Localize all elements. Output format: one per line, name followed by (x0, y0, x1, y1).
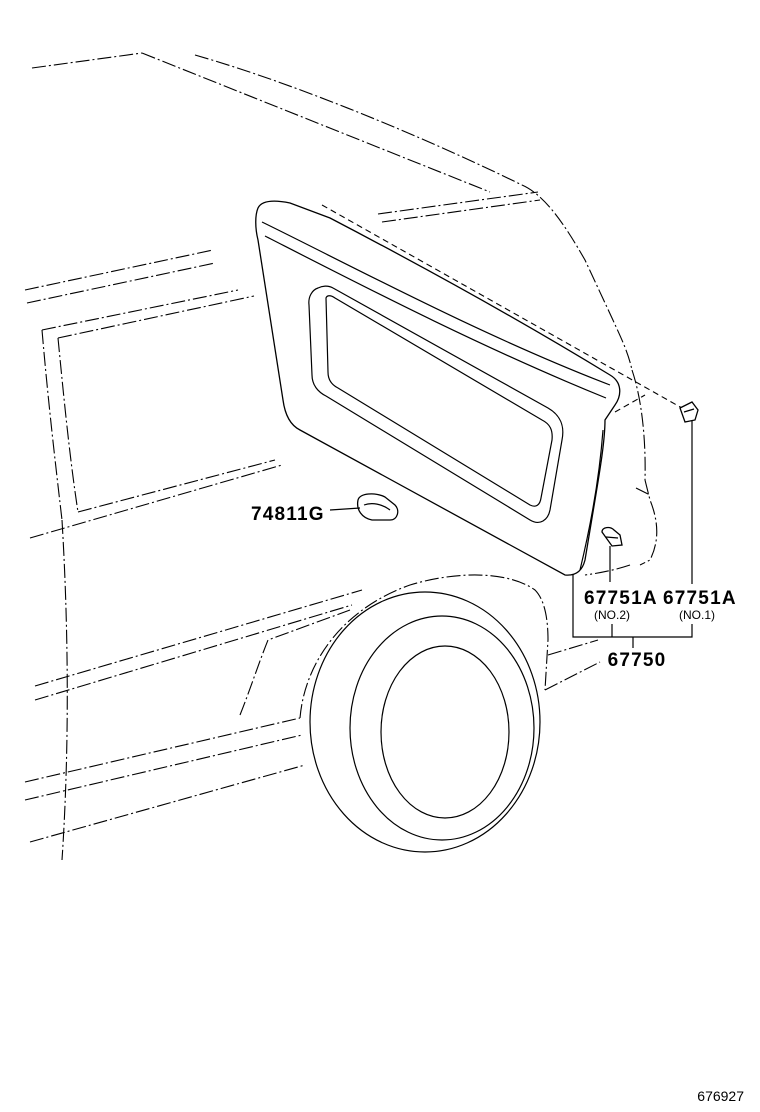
panel-top-inner-edge-2 (264, 235, 607, 399)
wheel-arch (299, 574, 549, 719)
attachment-line-no1 (321, 204, 683, 409)
roof-rear-curve (521, 184, 633, 371)
rear-wheel (309, 591, 541, 853)
grommet-shape (356, 493, 399, 521)
door-character-line-lower (34, 604, 353, 701)
attachment-line-clip-box (614, 394, 646, 413)
panel-outline (255, 200, 621, 576)
tire-sidewall (349, 615, 535, 841)
belt-line-lower (26, 262, 216, 304)
rear-body-edge (631, 369, 646, 481)
tire-outer (309, 591, 541, 853)
roof-rail-lower (381, 199, 541, 223)
door-character-line-upper (34, 589, 363, 687)
clip-no1-detail (683, 408, 695, 413)
label-part-clip-no2: 67751A (584, 588, 658, 609)
door-rear-edge (61, 519, 68, 861)
figure-id: 676927 (697, 1088, 744, 1104)
door-window-top-inner (57, 295, 255, 339)
rear-quarter-lower-line (544, 661, 601, 691)
wheel-rim (380, 645, 510, 819)
wheel-arch-front-side (239, 609, 351, 716)
rocker-line-upper (24, 717, 301, 783)
quarter-trim-panel (255, 200, 621, 576)
clip-no1-body (679, 401, 699, 423)
clip-no2-detail (605, 536, 619, 539)
door-window-pillar-inner (57, 337, 79, 513)
clip-no2-body (601, 526, 623, 547)
label-note-no2: (NO.2) (594, 608, 630, 622)
label-part-clip-no1: 67751A (663, 588, 737, 609)
rear-lower-edge (584, 564, 631, 576)
rocker-line-lower (29, 764, 306, 843)
panel-window-outer (308, 285, 564, 523)
door-window-top-outer (41, 289, 239, 331)
roof-line-front (31, 52, 143, 69)
vehicle-body-outline (24, 52, 658, 861)
panel-right-inner-edge (579, 429, 604, 571)
roof-line-top (194, 54, 523, 186)
panel-top-inner-edge (261, 221, 611, 386)
clip-no1-shape (679, 401, 699, 423)
belt-line-upper (24, 249, 214, 291)
clip-no2-shape (601, 526, 623, 547)
door-beltline (29, 464, 283, 539)
rear-quarter-lower-line-2 (547, 639, 599, 656)
door-window-pillar-outer (41, 329, 63, 521)
rear-bumper-edge (639, 479, 658, 566)
label-note-no1: (NO.1) (679, 608, 715, 622)
door-window-bottom (77, 459, 276, 513)
roof-line-edge (141, 52, 491, 193)
grommet-detail (363, 503, 391, 511)
roof-rail-upper (377, 191, 539, 215)
grommet-body (356, 493, 399, 521)
label-assembly-67750: 67750 (608, 650, 667, 671)
panel-window-inner (325, 295, 553, 507)
leader-74811g (329, 507, 361, 511)
tail-lamp-line (635, 487, 651, 496)
label-part-74811g: 74811G (251, 504, 325, 525)
rocker-line-middle (24, 734, 303, 801)
